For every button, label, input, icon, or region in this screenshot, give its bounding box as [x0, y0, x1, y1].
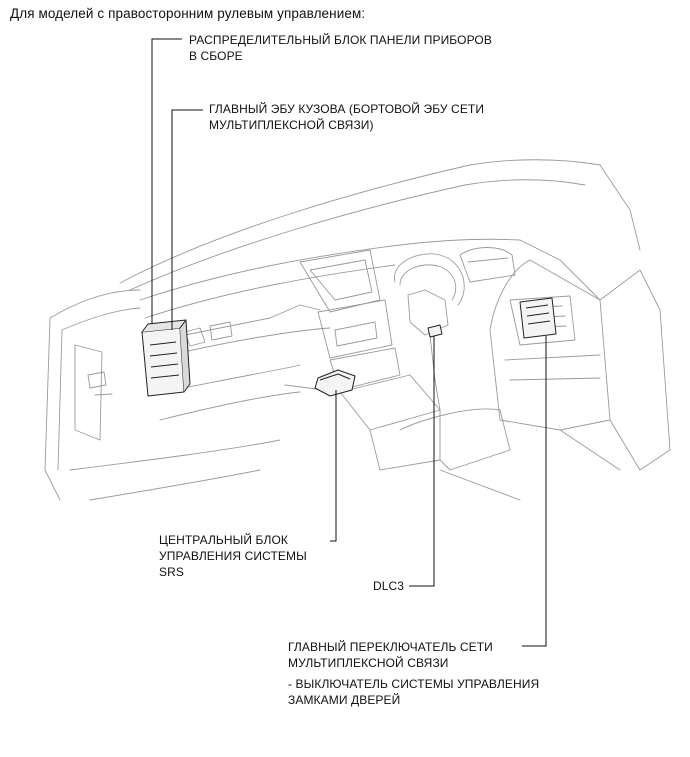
srs-unit-label-line3: SRS [159, 565, 184, 579]
dlc3-component [427, 324, 443, 338]
junction-block-label-line2: В СБОРЕ [189, 49, 243, 63]
srs-unit-component [314, 369, 356, 397]
instrument-hood [459, 239, 601, 301]
dlc3-label: DLC3 [373, 579, 405, 593]
multiplex-switch-label-line4: ЗАМКАМИ ДВЕРЕЙ [288, 693, 401, 707]
multiplex-switch-label-line3: - ВЫКЛЮЧАТЕЛЬ СИСТЕМЫ УПРАВЛЕНИЯ [288, 677, 540, 691]
windshield-outline [119, 159, 641, 291]
dlc3-leader [409, 336, 435, 587]
diagram-heading: Для моделей с правосторонним рулевым упр… [10, 6, 366, 21]
multiplex-switch-leader [522, 336, 547, 647]
right-door-outline [489, 259, 671, 471]
body-ecu-leader [171, 109, 203, 330]
multiplex-switch-label-line2: МУЛЬТИПЛЕКСНОЙ СВЯЗИ [288, 656, 449, 670]
multiplex-switch-component [519, 297, 557, 339]
junction-block-component [141, 319, 191, 397]
srs-unit-label-line1: ЦЕНТРАЛЬНЫЙ БЛОК [159, 533, 289, 547]
left-door-outline [44, 289, 141, 501]
body-ecu-label-line1: ГЛАВНЫЙ ЭБУ КУЗОВА (БОРТОВОЙ ЭБУ СЕТИ [209, 102, 485, 116]
steering-wheel [394, 253, 465, 411]
srs-unit-label-line2: УПРАВЛЕНИЯ СИСТЕМЫ [159, 549, 307, 563]
center-console [284, 249, 511, 471]
srs-unit-leader [330, 390, 337, 542]
floor-outline [69, 429, 621, 501]
junction-block-label-line1: РАСПРЕДЕЛИТЕЛЬНЫЙ БЛОК ПАНЕЛИ ПРИБОРОВ [189, 33, 492, 47]
junction-block-leader [151, 38, 182, 324]
body-ecu-label-line2: МУЛЬТИПЛЕКСНОЙ СВЯЗИ) [209, 118, 374, 132]
multiplex-switch-label-line1: ГЛАВНЫЙ ПЕРЕКЛЮЧАТЕЛЬ СЕТИ [288, 640, 493, 654]
